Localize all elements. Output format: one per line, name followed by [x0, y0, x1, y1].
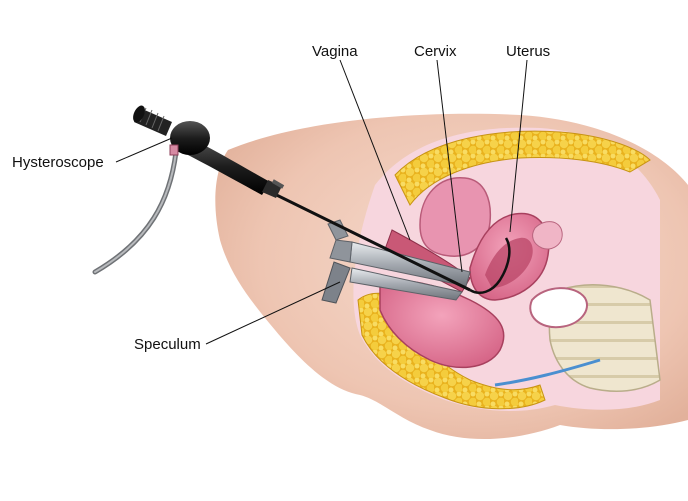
label-cervix: Cervix	[414, 43, 457, 60]
leader-vagina	[339, 59, 411, 241]
ovary	[532, 221, 563, 250]
leader-uterus	[509, 59, 528, 233]
leader-hysteroscope	[115, 137, 173, 163]
label-vagina: Vagina	[312, 43, 358, 60]
leader-cervix	[436, 59, 463, 273]
label-speculum: Speculum	[134, 336, 201, 353]
fat-top	[394, 130, 651, 206]
hysteroscope-shaft	[249, 180, 471, 292]
label-uterus: Uterus	[506, 43, 551, 60]
hysteroscope-cable	[92, 149, 179, 275]
vessel	[494, 358, 601, 387]
leader-lines	[115, 59, 528, 345]
colon-loop	[529, 287, 588, 329]
hysteroscope-body	[133, 105, 285, 198]
leader-speculum	[205, 281, 341, 345]
label-hysteroscope: Hysteroscope	[12, 154, 104, 171]
